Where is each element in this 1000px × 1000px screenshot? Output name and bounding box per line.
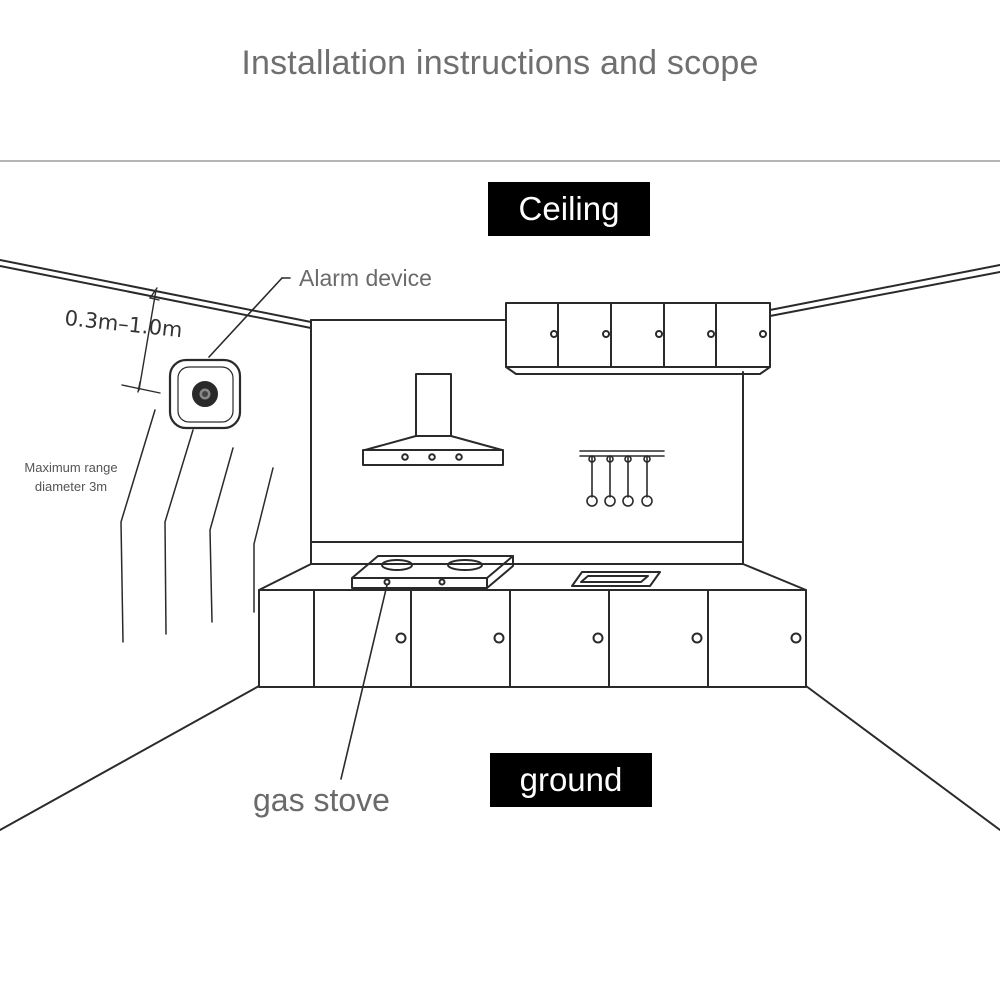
page-title: Installation instructions and scope <box>241 44 759 82</box>
detection-range-lines <box>120 409 274 643</box>
ground-label: ground <box>490 753 652 807</box>
counter <box>258 541 807 688</box>
title-divider <box>0 160 1000 162</box>
leader-lines <box>208 277 388 780</box>
max-range-label: Maximum range diameter 3m <box>24 460 118 494</box>
sink <box>571 571 661 587</box>
ceiling-label: Ceiling <box>488 182 650 236</box>
gas-stove <box>351 555 514 589</box>
upper-cabinets <box>505 302 771 375</box>
range-hood <box>362 373 504 466</box>
alarm-device <box>168 358 242 430</box>
utensil-rack <box>579 450 665 507</box>
alarm-device-label: Alarm device <box>299 265 432 291</box>
gas-stove-label: gas stove <box>253 782 390 818</box>
room-outline <box>0 259 1000 831</box>
distance-dimension <box>121 287 161 394</box>
